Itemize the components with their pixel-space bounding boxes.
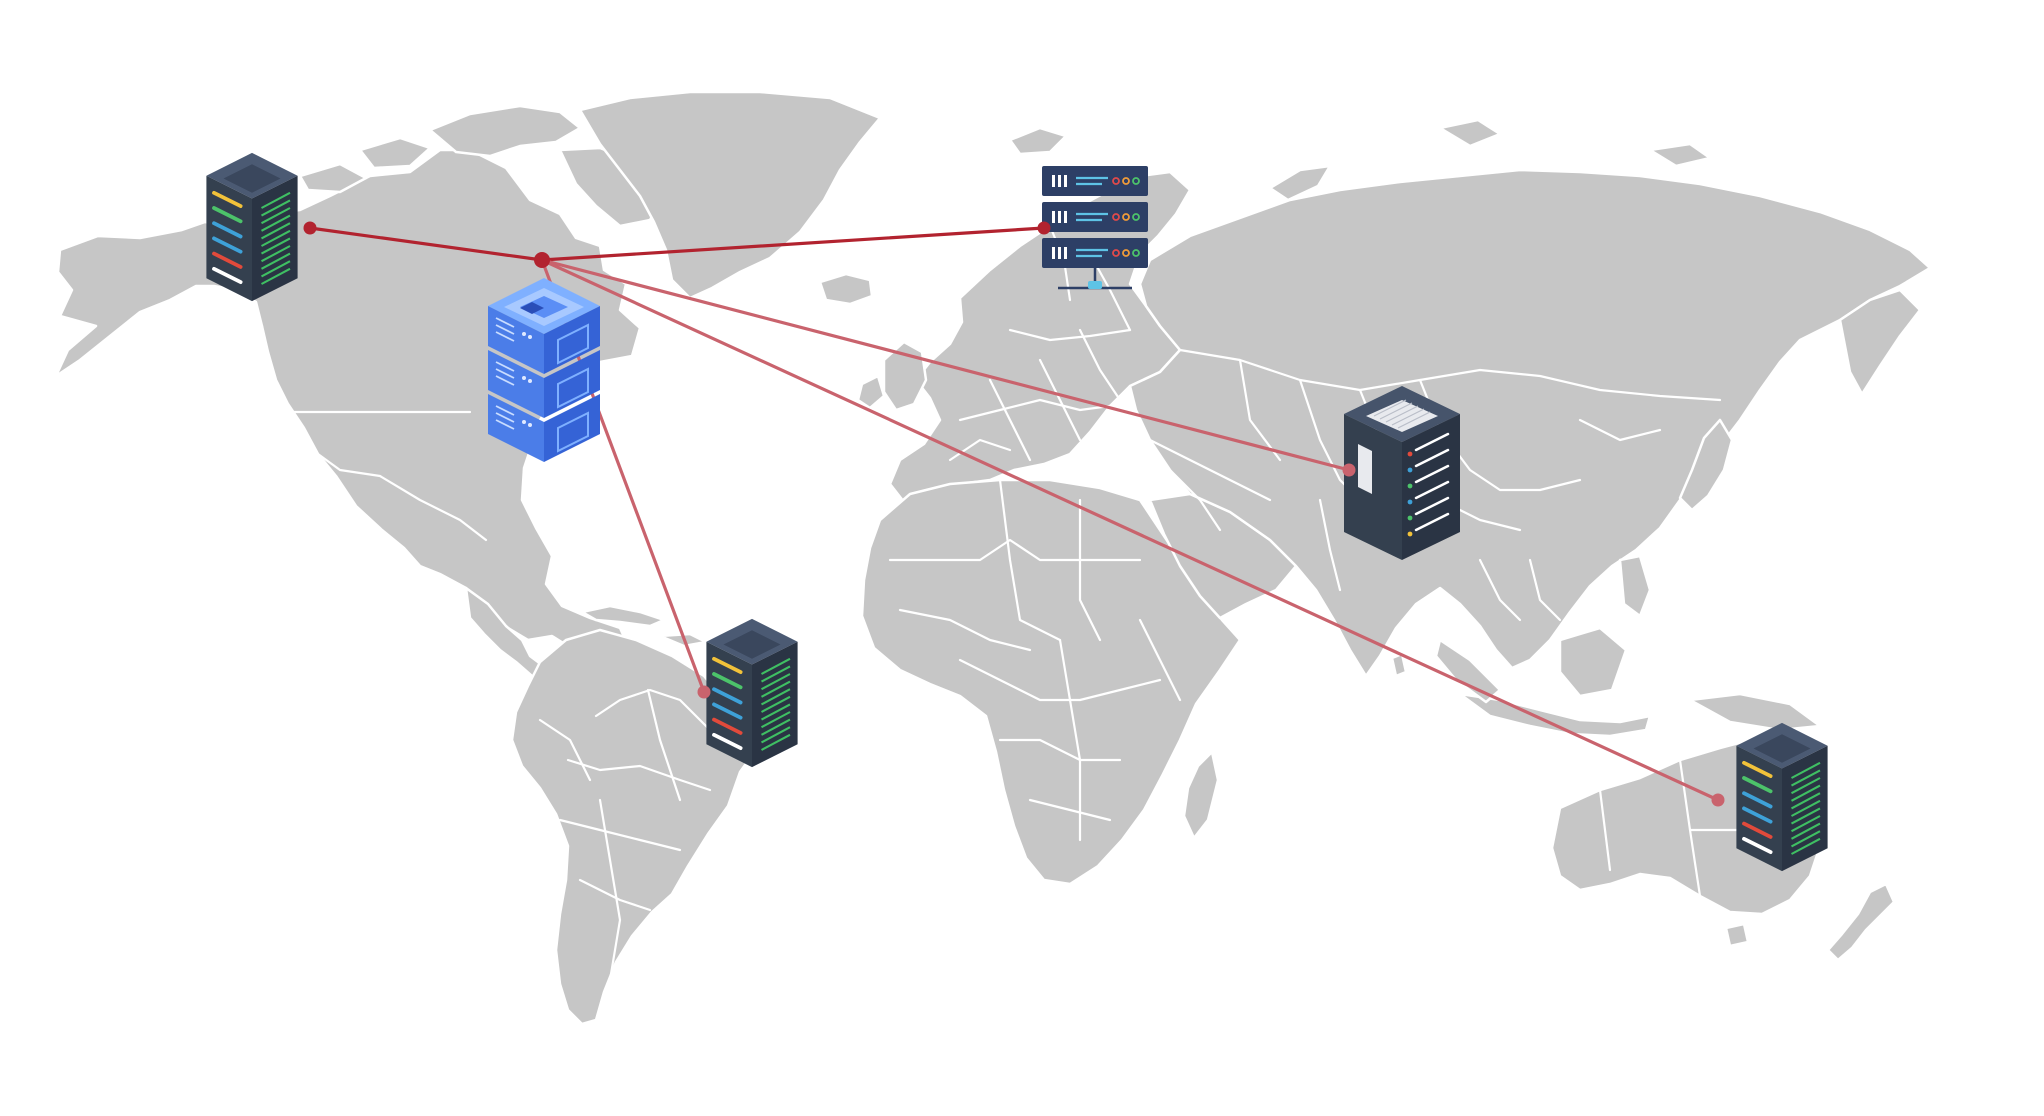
connection-line-alaska <box>308 226 544 262</box>
sri-lanka <box>1390 652 1408 678</box>
endpoint-dot-australia <box>1711 793 1725 807</box>
dark-server-rack-icon <box>204 150 300 304</box>
connection-endpoints <box>303 221 1725 807</box>
tasmania <box>1724 922 1750 948</box>
server-brazil[interactable] <box>704 617 800 769</box>
arctic-island-a <box>358 136 432 170</box>
iceland-landmass <box>818 272 874 306</box>
severnaya-zemlya <box>1438 118 1502 148</box>
new-siberian-islands <box>1648 142 1712 168</box>
server-australia[interactable] <box>1734 721 1830 873</box>
server-scandinavia[interactable] <box>1042 166 1148 290</box>
endpoint-dot-brazil <box>697 685 711 699</box>
hub-endpoint-dot <box>534 252 550 268</box>
endpoint-dot-scandinavia <box>1037 221 1051 235</box>
arctic-archipelago <box>428 104 582 158</box>
endpoint-dot-central-asia <box>1342 463 1356 477</box>
dark-server-rack-icon <box>704 617 800 769</box>
new-zealand-islands <box>1826 882 1896 962</box>
connection-line-scandinavia <box>540 226 1046 262</box>
connection-line-australia <box>540 258 1720 802</box>
connection-line-central-asia <box>540 258 1351 472</box>
arctic-island-b <box>298 162 368 194</box>
greenland-landmass <box>578 90 882 300</box>
africa-landmass <box>860 478 1242 886</box>
madagascar-landmass <box>1182 750 1220 840</box>
ireland <box>856 374 886 410</box>
british-isles <box>882 340 928 412</box>
server-central-asia[interactable] <box>1344 386 1460 560</box>
central-server-stack[interactable] <box>488 278 600 462</box>
svalbard <box>1008 126 1068 156</box>
novaya-zemlya <box>1268 164 1332 202</box>
blue-isometric-server-stack-icon <box>488 278 600 462</box>
tower-server-icon <box>1344 386 1460 560</box>
new-guinea <box>1688 692 1822 732</box>
philippines <box>1618 554 1652 618</box>
rack-server-units-icon <box>1042 166 1148 290</box>
caribbean-islands <box>580 604 666 628</box>
dark-server-rack-icon <box>1734 721 1830 873</box>
borneo <box>1558 626 1628 698</box>
japan-islands <box>1678 418 1734 512</box>
endpoint-dot-alaska <box>303 221 317 235</box>
server-alaska[interactable] <box>204 150 300 304</box>
kamchatka-peninsula <box>1838 288 1922 396</box>
sumatra <box>1434 638 1502 704</box>
